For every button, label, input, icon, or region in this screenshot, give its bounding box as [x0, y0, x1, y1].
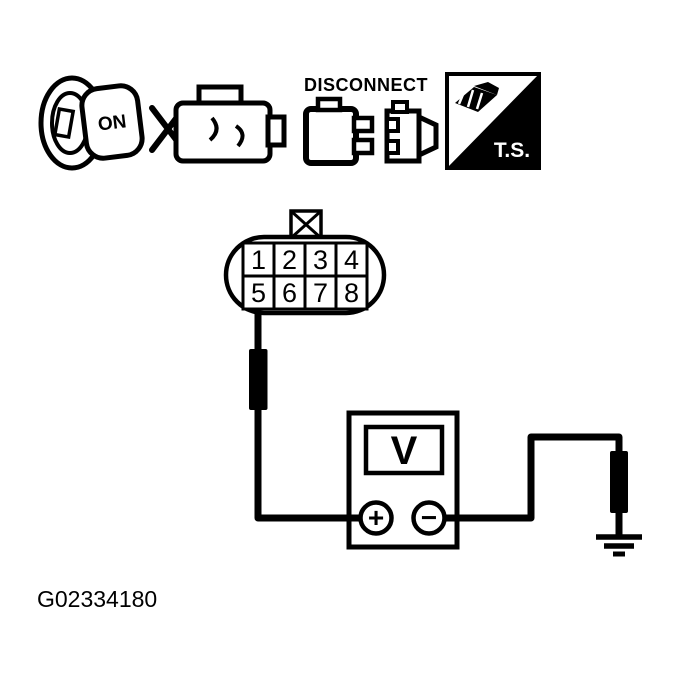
- pin-7-label: 7: [313, 278, 328, 308]
- wire-sleeve-right: [610, 451, 628, 513]
- socket-latch: [416, 113, 439, 159]
- pin-5-label: 5: [251, 278, 266, 308]
- connector-diagram: 1 2 3 4 5 6 7 8: [223, 209, 387, 316]
- pin-6-label: 6: [282, 278, 297, 308]
- pin-1-label: 1: [251, 245, 266, 275]
- ts-triangle: [447, 74, 539, 168]
- wire-sleeve-left: [249, 349, 268, 410]
- pin-3-label: 3: [313, 245, 328, 275]
- pin-2-label: 2: [282, 245, 297, 275]
- engine-detail-2: [234, 124, 245, 148]
- ground-symbol-icon: [596, 534, 642, 557]
- positive-terminal-icon: [358, 500, 394, 536]
- connector-pin-grid: [241, 241, 369, 311]
- ts-mini-connector: [455, 82, 499, 112]
- engine-mount: [265, 114, 287, 148]
- pin-4-label: 4: [344, 245, 359, 275]
- ts-label: T.S.: [494, 139, 530, 162]
- engine-detail-1: [208, 116, 219, 142]
- pin-8-label: 8: [344, 278, 359, 308]
- disconnect-label: DISCONNECT: [304, 75, 428, 95]
- key-head: [79, 83, 145, 161]
- plug-half: [303, 106, 359, 166]
- ts-tester-icon: T.S.: [445, 72, 541, 170]
- voltmeter-face: V + −: [358, 424, 447, 536]
- engine-block: [173, 100, 273, 164]
- negative-terminal-icon: [411, 500, 447, 536]
- figure-caption: G02334180: [37, 586, 157, 612]
- key-blade: [52, 106, 76, 140]
- voltmeter-display: [363, 424, 445, 476]
- negative-terminal-label: −: [421, 502, 437, 533]
- positive-terminal-label: +: [368, 502, 384, 533]
- ignition-on-label: ON: [97, 111, 128, 135]
- ignition-on-icon: ON: [38, 75, 145, 171]
- test-circuit-wires: [249, 305, 642, 557]
- disconnect-connector-icon: DISCONNECT: [303, 75, 439, 166]
- connector-lock-tab: [289, 209, 323, 240]
- voltmeter-v-label: V: [391, 429, 418, 473]
- engine-icon: [149, 84, 287, 164]
